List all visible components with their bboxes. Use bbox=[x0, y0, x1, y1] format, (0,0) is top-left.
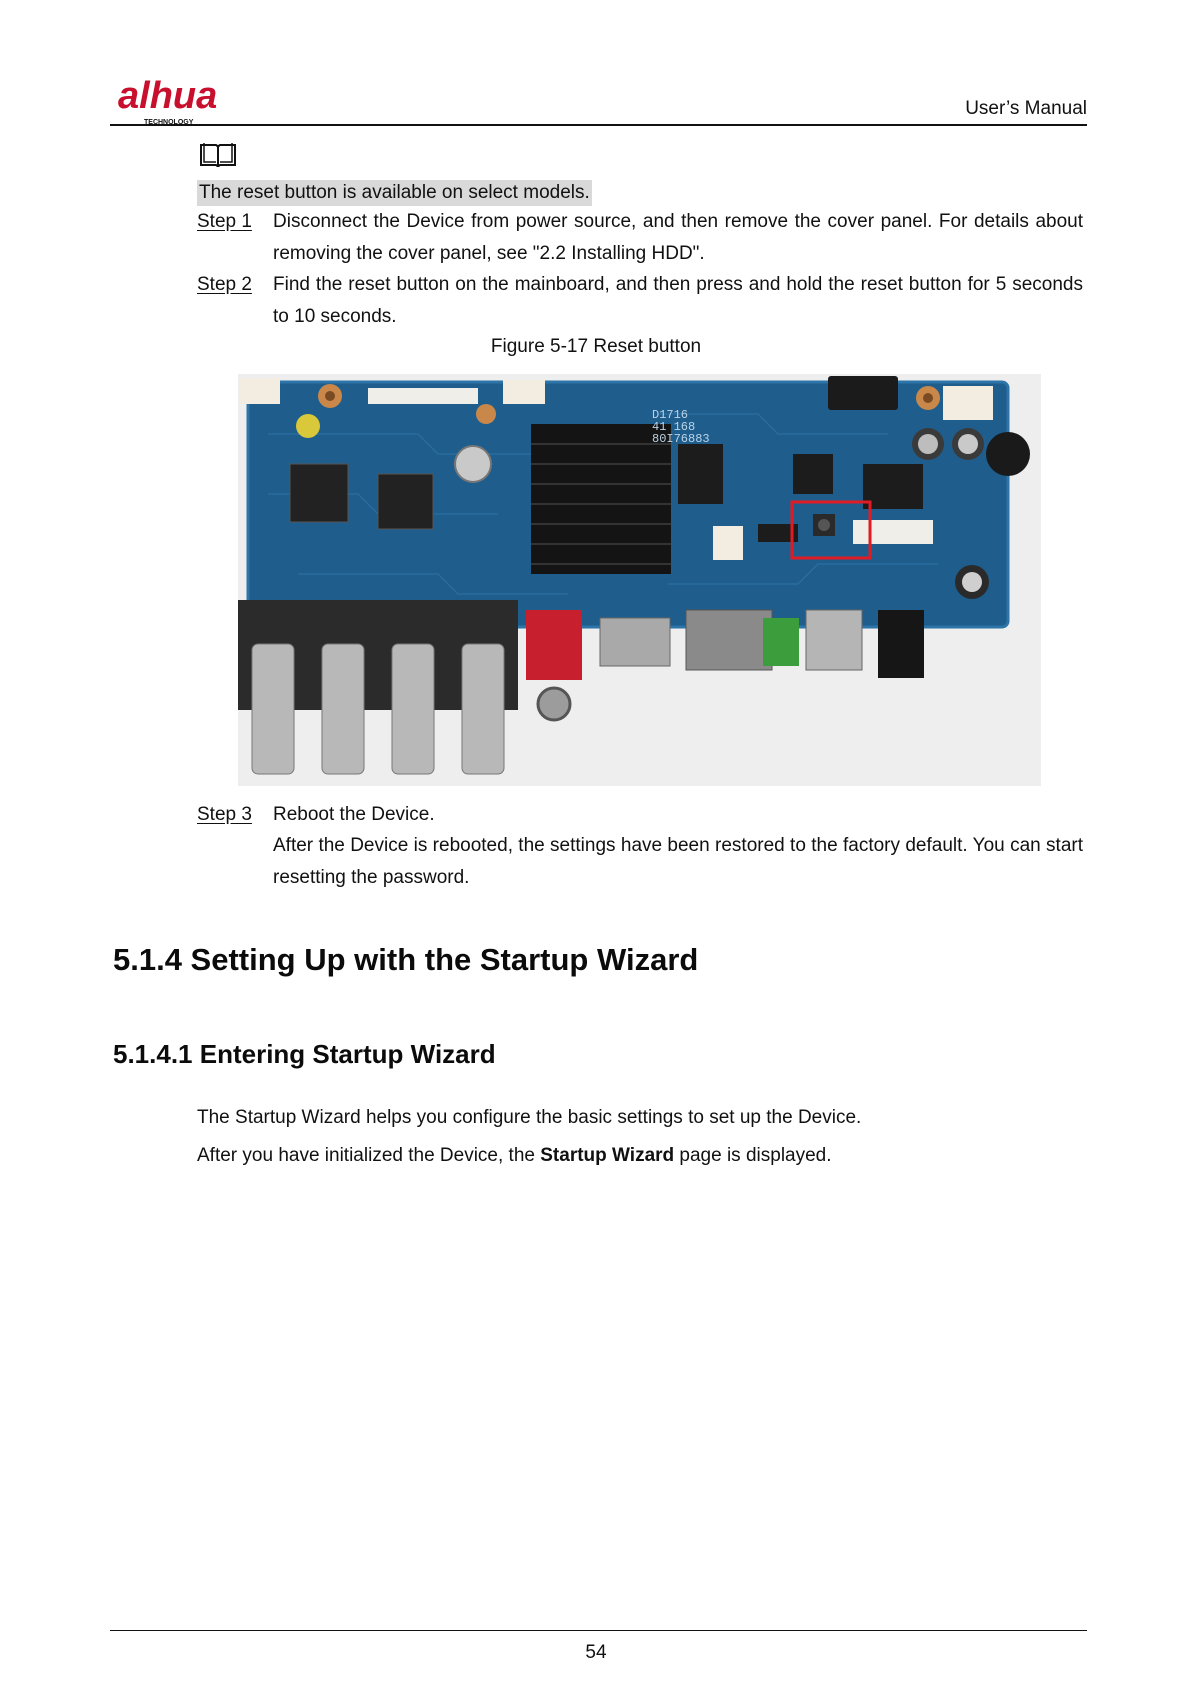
step-3-label: Step 3 bbox=[197, 804, 252, 825]
startup-wizard-term: Startup Wizard bbox=[540, 1145, 675, 1166]
subsection-heading: 5.1.4.1 Entering Startup Wizard bbox=[113, 1039, 496, 1069]
paragraph-1: The Startup Wizard helps you configure t… bbox=[197, 1107, 862, 1128]
step-2-label: Step 2 bbox=[197, 274, 252, 295]
svg-text:TECHNOLOGY: TECHNOLOGY bbox=[144, 119, 194, 126]
step-1-label: Step 1 bbox=[197, 211, 252, 232]
svg-text:D1716: D1716 bbox=[652, 408, 688, 422]
step-2-text: Find the reset button on the mainboard, … bbox=[273, 274, 1083, 327]
header-rule bbox=[110, 124, 1087, 126]
paragraph-2-start: After you have initialized the Device, t… bbox=[197, 1145, 541, 1166]
figure-caption: Figure 5-17 Reset button bbox=[490, 336, 702, 357]
paragraph-2: After you have initialized the Device, t… bbox=[197, 1145, 832, 1167]
book-icon bbox=[200, 143, 236, 167]
step-1-text: Disconnect the Device from power source,… bbox=[273, 211, 1083, 264]
svg-text:41 168: 41 168 bbox=[652, 420, 695, 434]
paragraph-2-end: page is displayed. bbox=[674, 1145, 832, 1166]
page-number: 54 bbox=[585, 1642, 607, 1663]
svg-text:alhua: alhua bbox=[118, 75, 217, 117]
dahua-logo: alhua TECHNOLOGY bbox=[118, 75, 217, 126]
step-3-detail: After the Device is rebooted, the settin… bbox=[273, 835, 1083, 888]
svg-text:80I76883: 80I76883 bbox=[652, 432, 710, 446]
section-heading: 5.1.4 Setting Up with the Startup Wizard bbox=[113, 942, 699, 977]
reset-button-highlight bbox=[790, 500, 872, 560]
footer-rule bbox=[110, 1630, 1087, 1631]
manual-title: User’s Manual bbox=[965, 98, 1087, 119]
mainboard-photo: D1716 41 168 80I76883 bbox=[238, 374, 1041, 786]
note-text: The reset button is available on select … bbox=[197, 180, 592, 206]
step-3-text: Reboot the Device. bbox=[273, 804, 435, 825]
